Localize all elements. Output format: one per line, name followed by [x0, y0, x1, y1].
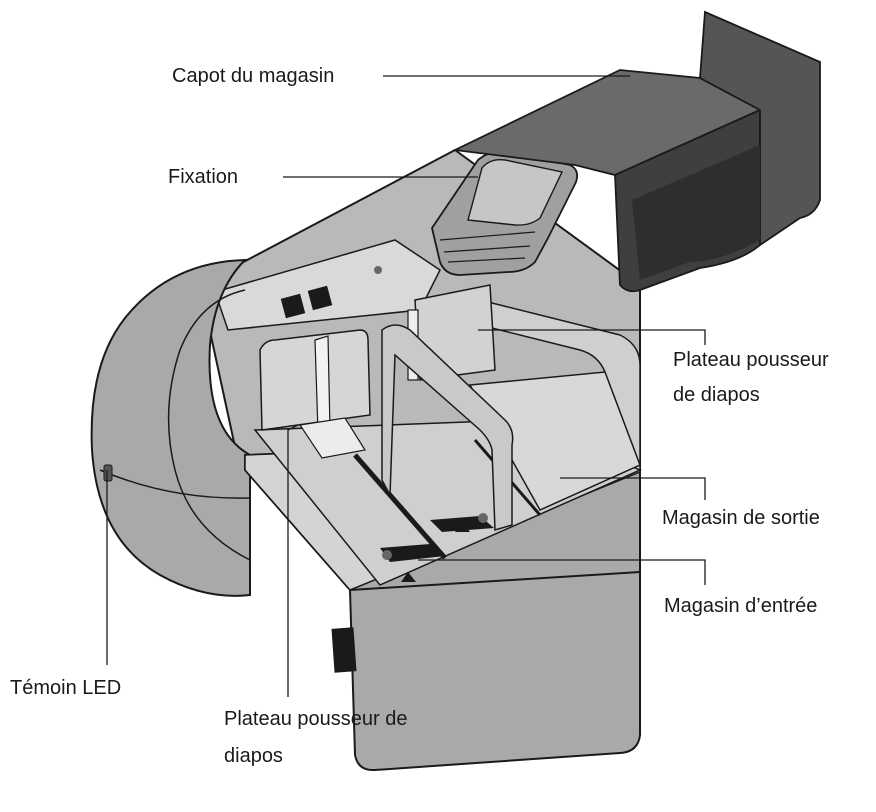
label-pusher-left-line1: Plateau pousseur de	[224, 708, 408, 730]
drum-housing	[90, 258, 251, 597]
leader-lines	[106, 75, 706, 697]
tray-screw	[478, 513, 488, 523]
label-pusher-right-line1: Plateau pousseur	[673, 349, 829, 371]
label-input-magazine: Magasin d’entrée	[664, 595, 818, 617]
input-screw	[382, 550, 392, 560]
label-output-magazine: Magasin de sortie	[662, 507, 820, 529]
front-box-rim	[349, 571, 641, 591]
arrow-strip-left	[380, 544, 445, 562]
leader-pusher-right	[478, 329, 706, 345]
arrow-mark-left	[401, 572, 416, 582]
label-led: Témoin LED	[10, 677, 122, 699]
led-indicator	[103, 464, 113, 482]
leader-input	[418, 559, 706, 585]
drum-face	[167, 289, 251, 561]
leader-pusher-left	[287, 424, 299, 697]
pusher-plate-left-post	[314, 335, 331, 433]
rear-top-slot	[214, 239, 441, 331]
magazine-cover-inner	[632, 145, 760, 280]
output-magazine-floor	[468, 371, 641, 511]
brand-plate	[331, 627, 357, 673]
input-guide-rail	[353, 453, 447, 560]
drum-seam	[99, 469, 251, 499]
arrow-mark-right	[455, 522, 470, 532]
pusher-plate-left	[259, 329, 371, 431]
fixation-grip-lines	[439, 231, 536, 263]
label-pusher-left-line2: diapos	[224, 745, 283, 767]
leader-output	[560, 477, 706, 500]
label-magazine-cover: Capot du magasin	[172, 65, 335, 87]
slot-marker-right	[307, 285, 333, 311]
label-pusher-right-line2: de diapos	[673, 384, 760, 406]
rear-screw	[374, 266, 382, 274]
slot-marker-left	[280, 293, 306, 319]
pusher-plate-left-base	[298, 417, 366, 459]
middle-divider	[381, 324, 514, 531]
label-fixation: Fixation	[168, 166, 239, 188]
fixation-latch-top	[467, 158, 564, 226]
